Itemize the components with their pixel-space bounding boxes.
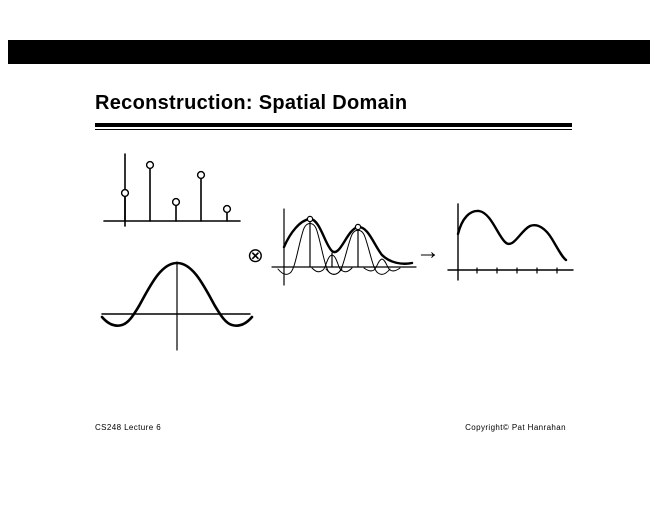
title-rule-thin <box>95 129 572 130</box>
result-axis-ticks <box>476 267 558 274</box>
weighted-axes <box>271 208 417 286</box>
sinc-curve <box>100 261 254 327</box>
weighted-sample-stems <box>309 220 359 268</box>
top-banner-bar <box>8 40 650 64</box>
title-rule-thick <box>95 123 572 127</box>
sampled-signal-figure <box>103 153 241 227</box>
footer-copyright: Copyright© Pat Hanrahan <box>465 423 566 432</box>
arrow-right-icon: → <box>416 238 440 265</box>
reconstructed-curve <box>456 209 568 262</box>
sinc-kernel-figure <box>100 261 254 351</box>
sample-stems <box>124 168 228 222</box>
slide-title: Reconstruction: Spatial Domain <box>95 92 408 114</box>
weighted-sinc-sum-figure <box>271 208 417 286</box>
sample-markers <box>120 160 232 214</box>
weighted-peak-markers <box>306 215 362 231</box>
sum-envelope-curve <box>282 217 414 265</box>
kernel-axes <box>101 261 251 351</box>
convolution-operator-icon: ⊗ <box>247 245 264 267</box>
result-axes <box>447 203 574 281</box>
footer-course-label: CS248 Lecture 6 <box>95 423 162 432</box>
reconstructed-signal-figure <box>447 203 574 281</box>
